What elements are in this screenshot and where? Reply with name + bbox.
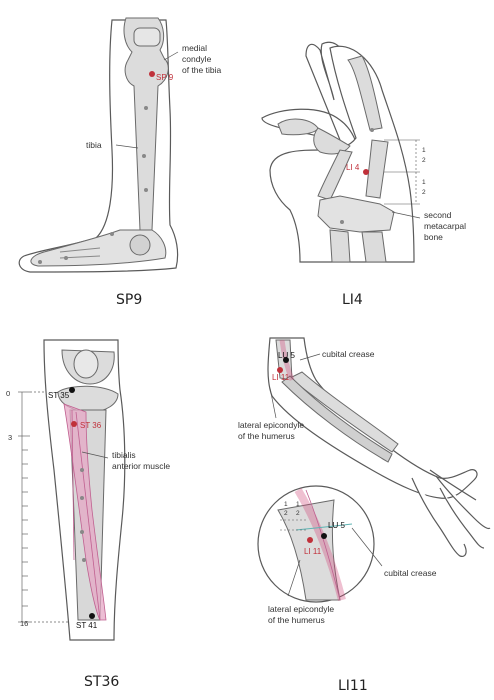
li4-half-den-2: 2	[422, 189, 426, 196]
li4-half-num-1: 1	[422, 147, 426, 154]
sp9-point-label: SP 9	[156, 73, 174, 82]
scale-bottom-label: 16	[20, 619, 28, 628]
li4-half-den-1: 2	[422, 157, 426, 164]
zoom-half-num-2: 1	[296, 501, 300, 508]
zoom-half-den-1: 2	[284, 510, 288, 517]
st36-point-label: ST 36	[80, 421, 102, 430]
zoom-lu5-marker	[321, 533, 327, 539]
li11-zoom-inset: 1 2 1 2 LU 5 LI 11	[258, 486, 374, 602]
zoom-li11-marker	[307, 537, 313, 543]
zoom-half-num-1: 1	[284, 501, 288, 508]
zoom-lu5-label: LU 5	[328, 521, 345, 530]
epicondyle-label-1: lateral epicondyle	[238, 420, 304, 430]
tibia-label: tibia	[86, 140, 102, 150]
li4-half-num-2: 1	[422, 179, 426, 186]
scale-mid-label: 3	[8, 433, 12, 442]
metacarpal-label-2: metacarpal	[424, 221, 466, 231]
panel-st36: 0 3 16 ST 35 ST 36 ST 41 tibial	[6, 340, 170, 690]
zoom-half-den-2: 2	[296, 510, 300, 517]
muscle-label-1: tibialis	[112, 450, 136, 460]
condyle-label-3: of the tibia	[182, 65, 221, 75]
condyle-label-1: medial	[182, 43, 207, 53]
st35-point-marker	[69, 387, 75, 393]
caption-li4: LI4	[342, 292, 363, 308]
caption-st36: ST36	[84, 674, 119, 690]
li4-point-marker	[363, 169, 369, 175]
li4-point-label: LI 4	[346, 163, 360, 172]
zoom-crease-label: cubital crease	[384, 568, 437, 578]
zoom-li11-label: LI 11	[304, 547, 322, 556]
sp9-point-marker	[149, 71, 155, 77]
zoom-epicondyle-label-1: lateral epicondyle	[268, 604, 334, 614]
st41-point-marker	[89, 613, 95, 619]
zoom-epicondyle-label-2: of the humerus	[268, 615, 325, 625]
muscle-label-2: anterior muscle	[112, 461, 170, 471]
scale-top-label: 0	[6, 389, 10, 398]
st41-point-label: ST 41	[76, 621, 98, 630]
epicondyle-label-2: of the humerus	[238, 431, 295, 441]
panel-sp9: SP 9 medial condyle of the tibia tibia S…	[19, 18, 221, 308]
caption-sp9: SP9	[116, 292, 142, 308]
li11-point-label: LI 11	[272, 373, 290, 382]
st35-point-label: ST 35	[48, 391, 70, 400]
metacarpal-label-1: second	[424, 210, 452, 220]
crease-label: cubital crease	[322, 349, 375, 359]
panel-li4: LI 4 1 2 1 2 second metacarpal bone LI4	[262, 42, 466, 308]
caption-li11: LI11	[338, 678, 368, 694]
condyle-label-2: condyle	[182, 54, 212, 64]
metacarpal-label-3: bone	[424, 232, 443, 242]
panel-li11: LU 5 LI 11 cubital crease lateral epicon…	[238, 338, 490, 694]
st36-point-marker	[71, 421, 77, 427]
lu5-point-label: LU 5	[278, 351, 295, 360]
